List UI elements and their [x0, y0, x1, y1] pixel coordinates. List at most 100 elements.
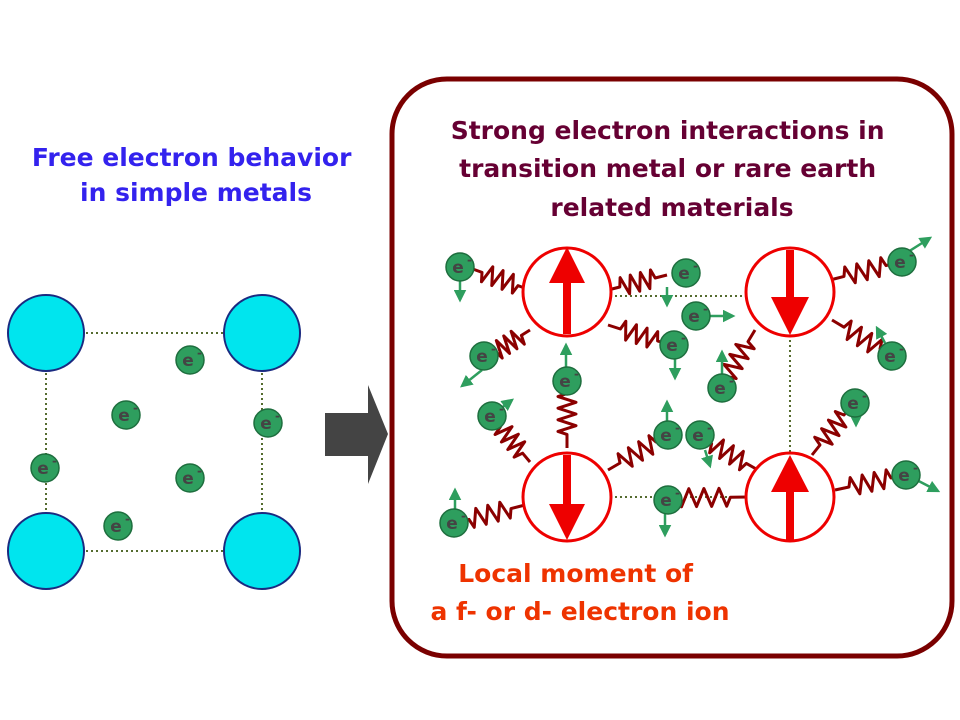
electron-charge: -	[197, 346, 202, 360]
moment-ion-bottom-right	[744, 451, 836, 543]
spring	[607, 319, 671, 349]
electron-label: e	[118, 406, 130, 426]
spring	[454, 500, 526, 529]
ion-top-left	[7, 294, 85, 372]
electron-icon: e-	[439, 508, 469, 538]
electron-charge: -	[491, 342, 496, 356]
electron-icon: e-	[887, 247, 917, 277]
electron-charge: -	[275, 409, 280, 423]
moment-ion-top-left	[521, 246, 613, 338]
electron-label: e	[692, 426, 704, 446]
electron-icon: e-	[659, 330, 689, 360]
electron-label: e	[110, 517, 122, 537]
electron-icon: e-	[445, 252, 475, 282]
left-title-line-2: in simple metals	[80, 178, 312, 207]
lattice-bonds	[45, 332, 263, 552]
electron-icon: e-	[685, 420, 715, 450]
electron-icon: e-	[30, 453, 60, 483]
electron-label: e	[688, 307, 700, 327]
spring	[607, 268, 668, 296]
electron-label: e	[182, 469, 194, 489]
electron-charge: -	[675, 421, 680, 435]
electron-label: e	[714, 379, 726, 399]
ion-bottom-left	[7, 512, 85, 590]
free-electrons: e-e-e-e-e-e-	[30, 345, 283, 541]
spring	[718, 329, 757, 389]
spring	[486, 328, 531, 360]
electron-icon: e-	[552, 366, 582, 396]
electron-label: e	[847, 394, 859, 414]
caption: Local moment of a f- or d- electron ion	[430, 559, 729, 626]
electron-charge: -	[703, 302, 708, 316]
moment-ion-bottom-left	[521, 451, 613, 543]
right-title-line-1: Strong electron interactions in	[451, 116, 885, 145]
electron-label: e	[260, 414, 272, 434]
right-panel: Strong electron interactions in transiti…	[389, 76, 955, 659]
electron-icon: e-	[111, 400, 141, 430]
electron-label: e	[898, 466, 910, 486]
electron-charge: -	[862, 389, 867, 403]
local-moment-ions	[521, 246, 836, 543]
spring	[556, 380, 578, 448]
electron-charge: -	[52, 454, 57, 468]
electron-icon: e-	[653, 420, 683, 450]
electron-charge: -	[461, 509, 466, 523]
electron-charge: -	[467, 253, 472, 267]
transition-arrow	[325, 385, 388, 484]
electron-icon: e-	[103, 511, 133, 541]
electron-label: e	[660, 426, 672, 446]
electron-label: e	[37, 459, 49, 479]
spring	[699, 435, 759, 472]
simple-metal-ions	[7, 294, 301, 590]
electron-label: e	[476, 347, 488, 367]
spring	[607, 433, 669, 472]
electron-label: e	[660, 491, 672, 511]
caption-line-2: a f- or d- electron ion	[430, 597, 729, 626]
electron-charge: -	[909, 248, 914, 262]
electron-charge: -	[574, 367, 579, 381]
ion-bottom-right	[223, 512, 301, 590]
left-panel: Free electron behavior in simple metals …	[7, 143, 360, 590]
electron-icon: e-	[253, 408, 283, 438]
electron-charge: -	[197, 464, 202, 478]
spring	[491, 417, 532, 463]
electron-label: e	[884, 347, 896, 367]
electron-charge: -	[729, 374, 734, 388]
left-title-line-1: Free electron behavior	[32, 143, 352, 172]
electron-icon: e-	[707, 373, 737, 403]
interaction-springs	[454, 256, 906, 529]
electron-icon: e-	[175, 463, 205, 493]
electron-label: e	[182, 351, 194, 371]
spring	[810, 404, 854, 456]
electron-icon: e-	[469, 341, 499, 371]
electron-icon: e-	[671, 258, 701, 288]
electron-charge: -	[899, 342, 904, 356]
electron-charge: -	[681, 331, 686, 345]
electron-charge: -	[675, 486, 680, 500]
electron-label: e	[678, 264, 690, 284]
right-title-line-2: transition metal or rare earth	[459, 154, 876, 183]
electron-charge: -	[499, 402, 504, 416]
electron-charge: -	[913, 461, 918, 475]
electron-label: e	[559, 372, 571, 392]
electron-label: e	[446, 514, 458, 534]
electron-icon: e-	[477, 401, 507, 431]
electron-charge: -	[133, 401, 138, 415]
spring	[834, 468, 906, 496]
right-title-line-3: related materials	[550, 193, 793, 222]
caption-line-1: Local moment of	[458, 559, 694, 588]
electron-icon: e-	[840, 388, 870, 418]
electron-charge: -	[125, 512, 130, 526]
electron-icon: e-	[653, 485, 683, 515]
electron-label: e	[484, 407, 496, 427]
spring	[469, 265, 531, 295]
spring	[831, 318, 893, 358]
electron-icon: e-	[681, 301, 711, 331]
left-title: Free electron behavior in simple metals	[32, 143, 360, 207]
electron-label: e	[666, 336, 678, 356]
moment-ion-top-right	[744, 246, 836, 338]
velocity-arrow-icon	[701, 449, 713, 469]
right-title: Strong electron interactions in transiti…	[451, 116, 894, 222]
electron-charge: -	[707, 421, 712, 435]
electron-icon: e-	[891, 460, 921, 490]
